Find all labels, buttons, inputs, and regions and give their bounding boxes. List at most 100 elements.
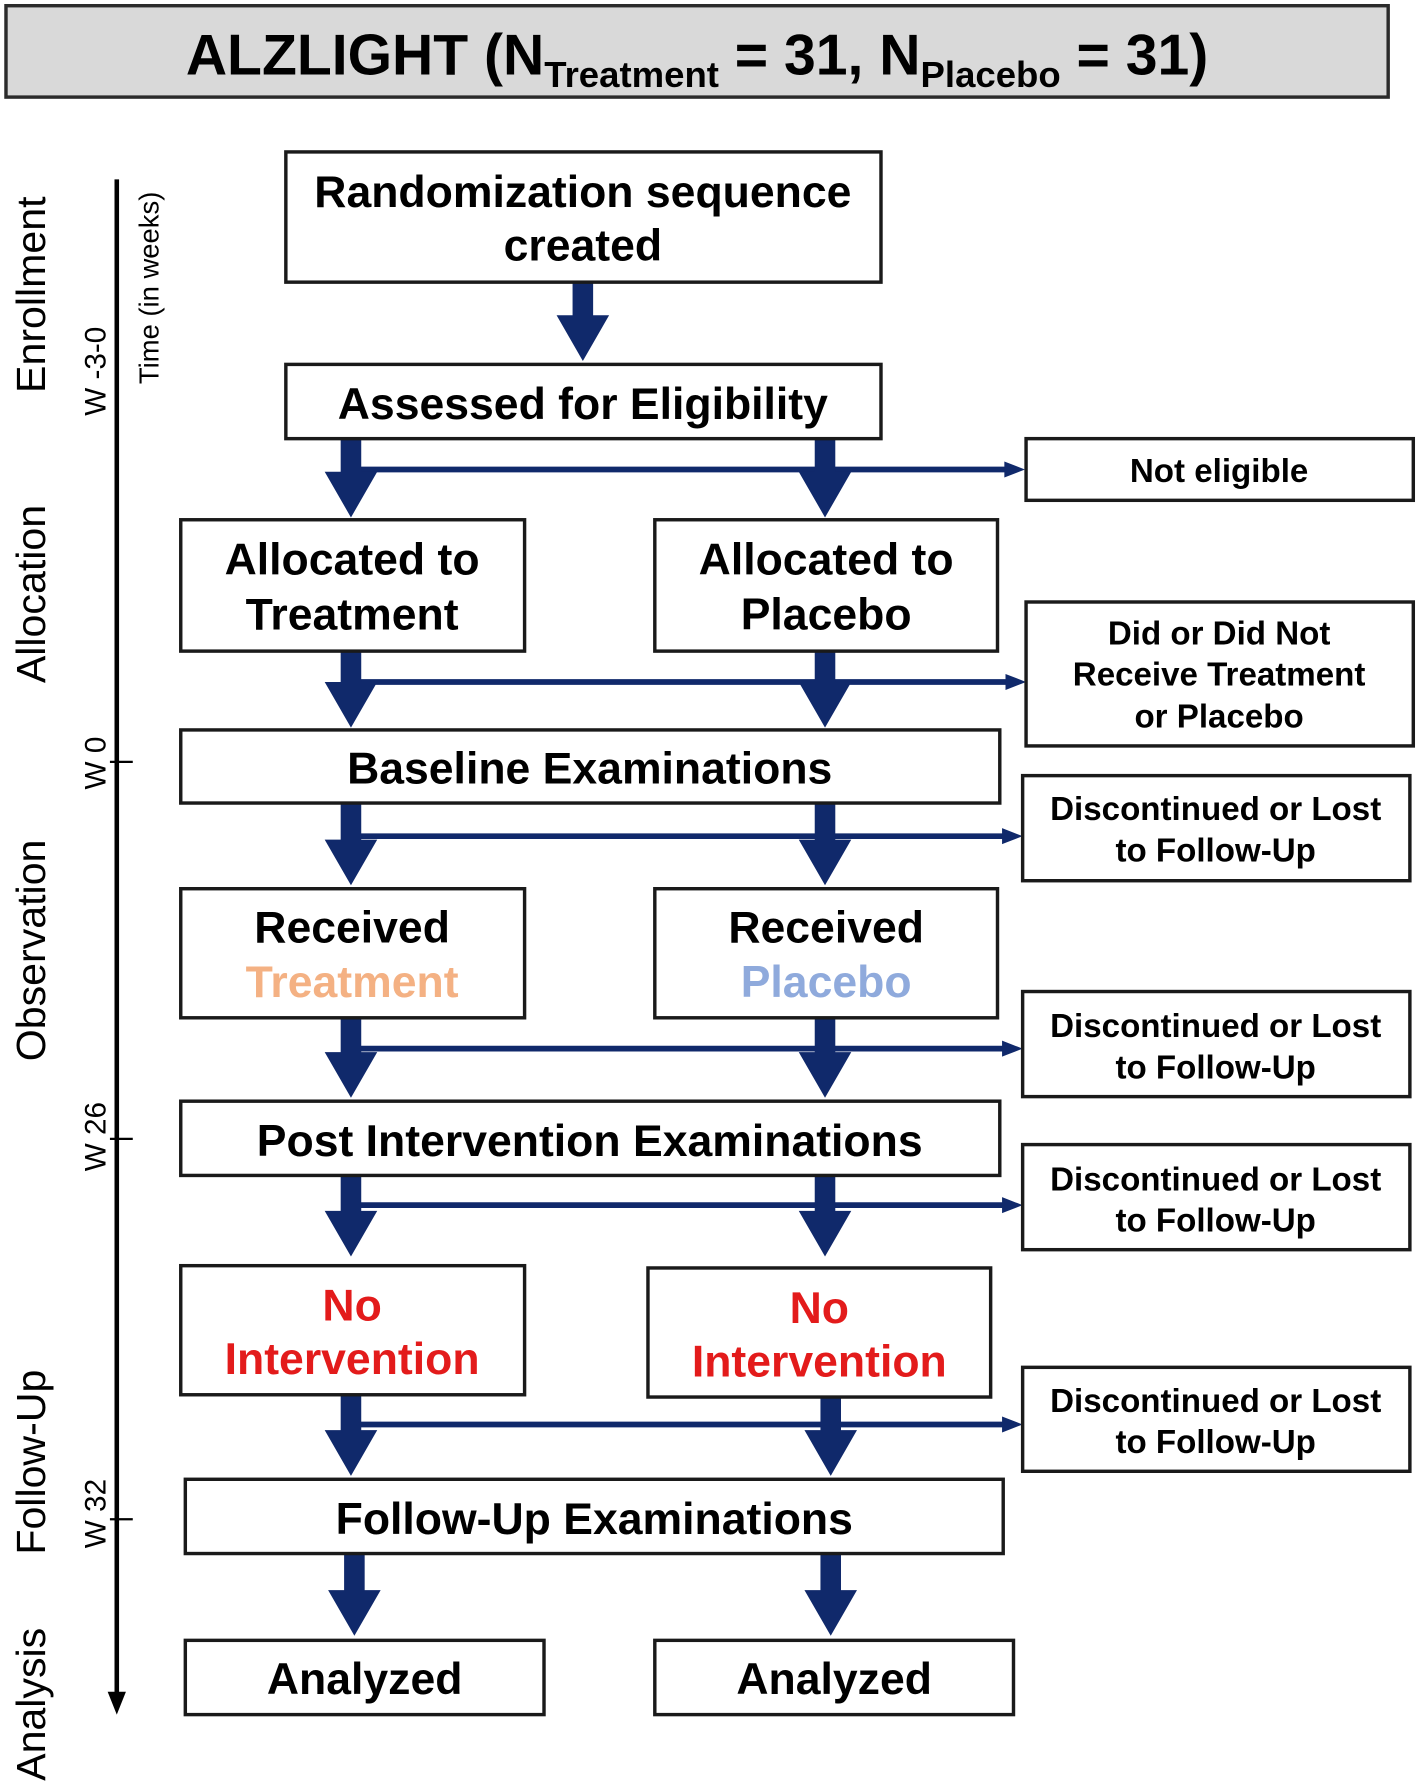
follow-up-examinations-box: Follow-Up Examinations [183,1477,1005,1556]
no-intervention-placebo-box: No Intervention [646,1266,993,1399]
received-treatment-box: Received Treatment [179,887,527,1020]
flow-arrow-down [798,1175,852,1257]
flow-arrow-down [324,1017,378,1098]
box-frame [183,1477,1005,1556]
box-text-line: Discontinued or Lost [1050,1161,1381,1198]
down-arrows [324,282,857,1636]
week-marker: W 0 [80,737,113,790]
no-intervention-label: No [322,1282,381,1331]
box-frame [284,150,883,284]
box-text-line: created [504,221,662,270]
box-text-line: Receive Treatment [1073,656,1366,693]
flow-arrow-down [798,803,852,886]
discontinued-box: Discontinued or Lost to Follow-Up [1020,1365,1412,1474]
flow-arrow-down [324,438,378,518]
analyzed-placebo-box: Analyzed [653,1638,1016,1717]
week-marker: W 26 [80,1102,113,1171]
box-frame [653,518,1000,653]
box-text-line: to Follow-Up [1115,832,1315,869]
discontinued-box: Discontinued or Lost to Follow-Up [1020,773,1412,883]
discontinued-box: Discontinued or Lost to Follow-Up [1020,1142,1412,1252]
box-text-line: Received [254,903,450,952]
treatment-label: Treatment [246,958,459,1007]
discontinued-box: Discontinued or Lost to Follow-Up [1020,989,1412,1099]
box-frame [179,728,1002,805]
box-frame [179,518,527,653]
box-text-line: Randomization sequence [314,168,851,217]
flow-arrowhead-right-icon [1002,828,1023,845]
box-text-line: Discontinued or Lost [1050,1008,1381,1045]
box-frame [179,1263,527,1397]
baseline-examinations-box: Baseline Examinations [179,728,1002,805]
flow-arrow-down [798,651,852,728]
flow-arrowhead-right-icon [1002,1040,1023,1057]
box-text-line: to Follow-Up [1115,1424,1315,1461]
box-frame [284,362,883,441]
box-frame [1020,773,1412,883]
title-box [4,3,1390,99]
randomization-box: Randomization sequence created [284,150,883,284]
box-text-line: Discontinued or Lost [1050,1383,1381,1420]
phase-label-observation: Observation [8,840,54,1062]
phase-label-enrollment: Enrollment [8,196,54,393]
box-text-line: Baseline Examinations [347,745,832,794]
no-intervention-treatment-box: No Intervention [179,1263,527,1397]
box-frame [653,887,1000,1020]
phase-labels: Enrollment Allocation Observation Follow… [8,196,54,1781]
received-placebo-box: Received Placebo [653,887,1000,1020]
timeline-axis-label: Time (in weeks) [133,192,164,384]
flow-arrowhead-right-icon [1004,461,1025,478]
box-frame [1020,989,1412,1099]
title-prefix: ALZLIGHT (N [186,23,544,87]
box-frame [646,1266,993,1399]
title-banner: ALZLIGHT (NTreatment = 31, NPlacebo = 31… [4,3,1390,99]
timeline: Time (in weeks) W -3-0 W 0 W 26 W 32 [80,179,164,1715]
placebo-label: Placebo [741,958,912,1007]
box-text-line: Treatment [246,590,459,639]
eligibility-box: Assessed for Eligibility [284,362,883,441]
flow-arrow-down [804,1553,857,1636]
flow-arrowhead-right-icon [1002,1416,1023,1433]
side-connectors [350,461,1027,1433]
flow-arrowhead-right-icon [1005,673,1027,690]
box-text-line: Analyzed [736,1655,932,1704]
flow-arrow-down [556,282,610,361]
no-intervention-label: Intervention [692,1337,947,1386]
box-text-line: Analyzed [267,1655,463,1704]
week-marker: W 32 [80,1479,113,1548]
box-text-line: Placebo [741,590,912,639]
flow-arrow-down [324,803,378,886]
analyzed-treatment-box: Analyzed [183,1638,546,1717]
title-placebo-subscript: Placebo [921,54,1061,95]
flow-arrow-down [324,1394,378,1476]
box-text-line: Post Intervention Examinations [257,1117,923,1166]
box-frame [1024,436,1416,503]
box-text-line: Discontinued or Lost [1050,791,1381,828]
allocated-placebo-box: Allocated to Placebo [653,518,1000,653]
box-text-line: Assessed for Eligibility [338,380,828,429]
flow-arrow-down [328,1553,381,1636]
title-middle: = 31, N [719,23,921,87]
no-intervention-label: Intervention [225,1335,480,1384]
title-text: ALZLIGHT (NTreatment = 31, NPlacebo = 31… [186,23,1209,95]
box-text-line: to Follow-Up [1115,1202,1315,1239]
box-frame [653,1638,1016,1717]
title-treatment-subscript: Treatment [544,54,719,95]
flow-arrow-down [804,1397,857,1476]
allocated-treatment-box: Allocated to Treatment [179,518,527,653]
box-text-line: Allocated to [699,536,954,585]
post-intervention-examinations-box: Post Intervention Examinations [179,1099,1002,1178]
flow-arrow-down [324,1175,378,1257]
received-or-not-box: Did or Did Not Receive Treatment or Plac… [1024,600,1416,748]
no-intervention-label: No [790,1284,849,1333]
title-suffix: = 31) [1061,23,1209,87]
box-text-line: Follow-Up Examinations [336,1495,853,1544]
box-text-line: Not eligible [1130,453,1308,490]
week-marker: W -3-0 [80,327,113,416]
box-text-line: Allocated to [225,536,480,585]
phase-label-allocation: Allocation [8,505,54,683]
box-frame [183,1638,546,1717]
flow-arrowhead-right-icon [1002,1197,1023,1214]
timeline-arrowhead-icon [107,1691,126,1715]
